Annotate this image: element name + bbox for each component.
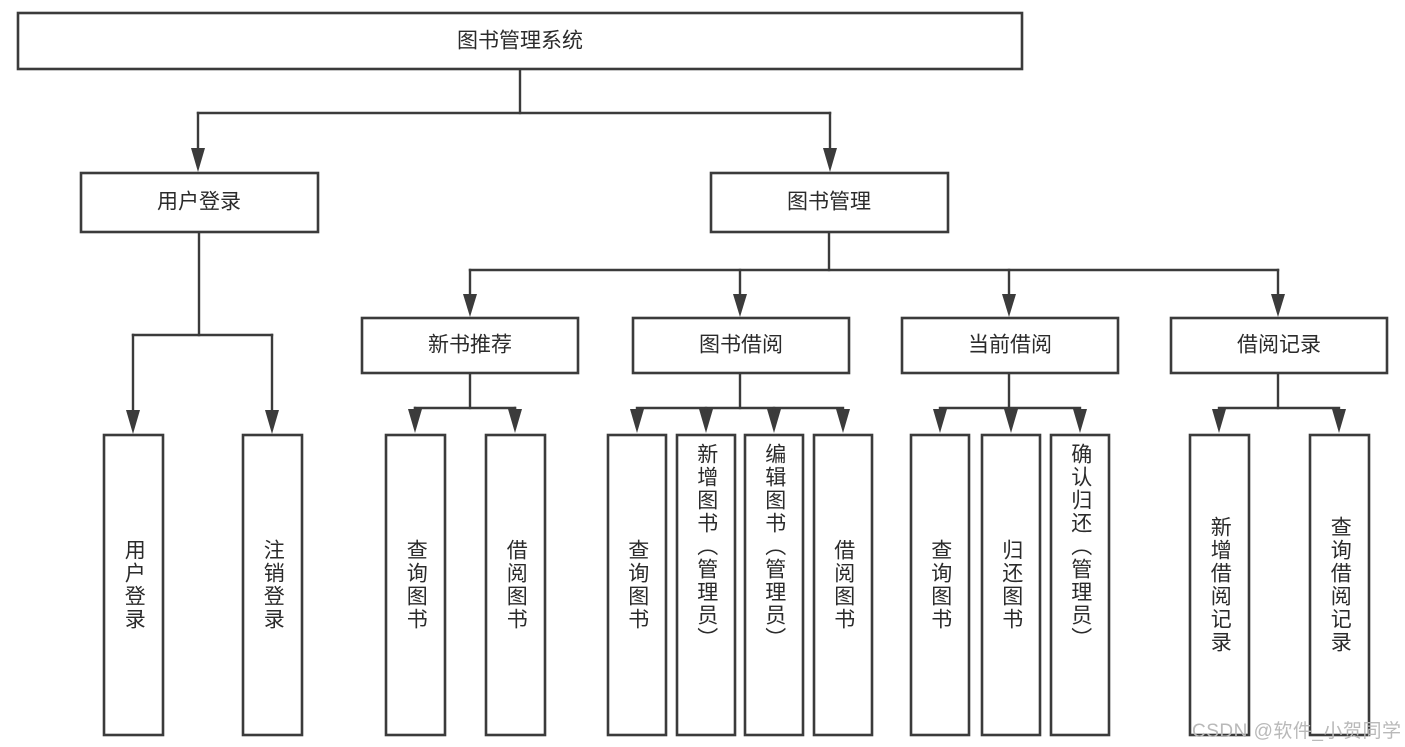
arrow-head-leaf-query-borrow-record: [1332, 409, 1346, 433]
node-borrow-record-box[interactable]: [1169, 316, 1389, 375]
connector-group-book-borrow: [630, 371, 850, 433]
arrow-head-current-borrow: [1002, 294, 1016, 317]
node-book-borrow[interactable]: 图书借阅: [631, 316, 851, 375]
node-leaf-borrow-book-recommend-box[interactable]: [484, 433, 547, 737]
connector-group-root: [191, 67, 837, 172]
node-leaf-add-borrow-record-box[interactable]: [1188, 433, 1251, 737]
connector-group-user-login: [126, 230, 279, 434]
node-book-management[interactable]: 图书管理: [709, 171, 950, 234]
node-borrow-record[interactable]: 借阅记录: [1169, 316, 1389, 375]
arrow-head-book-management: [823, 148, 837, 172]
arrow-head-leaf-query-book-recommend: [408, 409, 422, 433]
arrow-head-leaf-query-book-borrow: [630, 409, 644, 433]
node-leaf-user-login-box[interactable]: [102, 433, 165, 737]
node-leaf-confirm-return-admin-box[interactable]: [1049, 433, 1111, 737]
arrow-head-book-borrow: [733, 294, 747, 317]
arrow-head-leaf-logout: [265, 410, 279, 434]
node-leaf-add-book-admin-box[interactable]: [675, 433, 737, 737]
node-user-login[interactable]: 用户登录: [79, 171, 320, 234]
arrow-head-leaf-query-book-current: [933, 409, 947, 433]
node-leaf-query-book-borrow-box[interactable]: [606, 433, 668, 737]
node-borrow-record-label: 借阅记录: [1237, 334, 1321, 357]
arrow-head-leaf-add-borrow-record: [1212, 409, 1226, 433]
node-book-management-box[interactable]: [709, 171, 950, 234]
arrow-head-leaf-add-book-admin: [699, 409, 713, 433]
leaf-boxes: [102, 433, 1371, 737]
node-leaf-edit-book-admin-box[interactable]: [743, 433, 805, 737]
node-leaf-query-borrow-record-box[interactable]: [1308, 433, 1371, 737]
arrow-head-user-login: [191, 148, 205, 172]
node-leaf-logout-box[interactable]: [241, 433, 304, 737]
node-root[interactable]: 图书管理系统: [16, 11, 1024, 71]
connector-group-book-management: [463, 230, 1285, 317]
arrow-head-leaf-borrow-book: [836, 409, 850, 433]
node-leaf-query-book-recommend-box[interactable]: [384, 433, 447, 737]
node-root-box[interactable]: [16, 11, 1024, 71]
node-user-login-label: 用户登录: [157, 191, 241, 214]
node-leaf-query-book-current-box[interactable]: [909, 433, 971, 737]
arrow-head-borrow-record: [1271, 294, 1285, 317]
node-book-borrow-box[interactable]: [631, 316, 851, 375]
arrow-head-leaf-return-book: [1004, 409, 1018, 433]
arrow-head-leaf-user-login: [126, 410, 140, 434]
connector-group-current-borrow: [933, 371, 1087, 433]
csdn-watermark: CSDN @软件_小贺同学: [1192, 721, 1402, 742]
node-root-label: 图书管理系统: [457, 30, 583, 53]
connector-group-borrow-record: [1212, 371, 1346, 433]
node-current-borrow-label: 当前借阅: [968, 334, 1052, 357]
node-new-book-recommend-box[interactable]: [360, 316, 580, 375]
arrow-head-leaf-confirm-return-admin: [1073, 409, 1087, 433]
arrow-head-leaf-borrow-book-recommend: [508, 409, 522, 433]
node-new-book-recommend-label: 新书推荐: [428, 334, 512, 357]
node-leaf-borrow-book-box[interactable]: [812, 433, 874, 737]
node-current-borrow[interactable]: 当前借阅: [900, 316, 1120, 375]
arrow-head-new-book-recommend: [463, 294, 477, 317]
node-book-borrow-label: 图书借阅: [699, 334, 783, 357]
node-current-borrow-box[interactable]: [900, 316, 1120, 375]
arrow-head-leaf-edit-book-admin: [767, 409, 781, 433]
node-book-management-label: 图书管理: [787, 191, 871, 214]
connector-group-new-book-recommend: [408, 371, 522, 433]
node-user-login-box[interactable]: [79, 171, 320, 234]
node-new-book-recommend[interactable]: 新书推荐: [360, 316, 580, 375]
node-leaf-return-book-box[interactable]: [980, 433, 1042, 737]
